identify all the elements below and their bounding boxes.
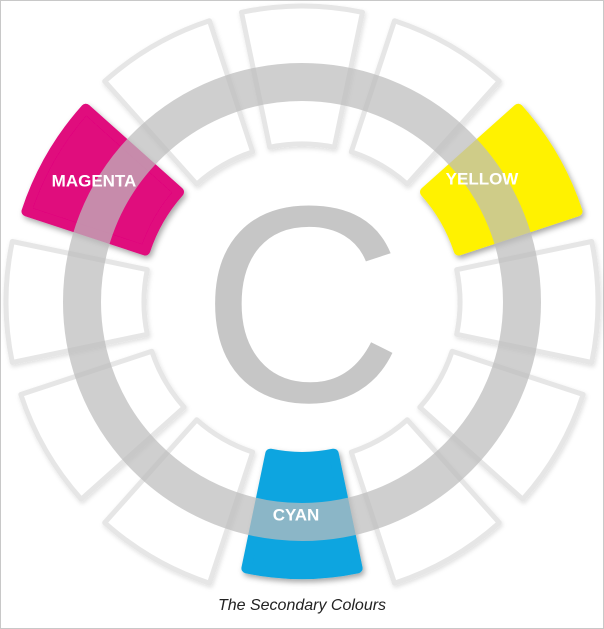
yellow-label: YELLOW	[446, 169, 520, 188]
empty-segments	[3, 3, 601, 586]
cyan-label: CYAN	[273, 505, 320, 524]
caption: The Secondary Colours	[217, 597, 387, 614]
colour-wheel-diagram: C MAGENTA YELLOW CYAN	[3, 3, 601, 586]
magenta-label: MAGENTA	[52, 171, 137, 190]
grey-ring	[63, 63, 541, 541]
center-letter-c: C	[201, 149, 403, 461]
